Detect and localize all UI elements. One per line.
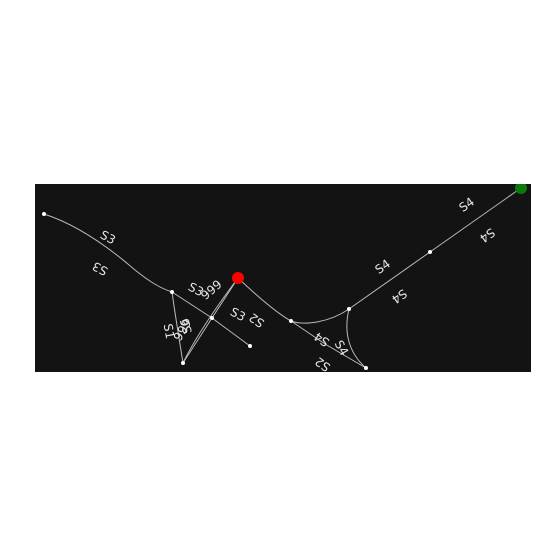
road-label: S4 — [372, 257, 393, 277]
road-label: S4 — [477, 225, 498, 245]
junction-node[interactable] — [210, 316, 214, 320]
map-panel[interactable]: S3 S3 S3 S3 S2 S1 S6 999 999 S4 S4 S4 S4… — [35, 184, 531, 372]
node-layer — [42, 212, 432, 370]
junction-node[interactable] — [248, 344, 252, 348]
junction-node[interactable] — [347, 307, 351, 311]
junction-node[interactable] — [42, 212, 46, 216]
road-label: S3 — [90, 259, 110, 279]
road-label: S3 — [98, 228, 118, 248]
road-label: S3 — [186, 280, 206, 300]
road-label: 999 — [198, 277, 225, 302]
road-s2 — [237, 277, 292, 322]
road-s4-south — [290, 320, 367, 369]
road-s4-link — [290, 308, 350, 324]
junction-node[interactable] — [428, 250, 432, 254]
road-label: S6 — [177, 317, 194, 335]
road-network-map[interactable]: S3 S3 S3 S3 S2 S1 S6 999 999 S4 S4 S4 S4… — [35, 184, 531, 372]
road-s2-south — [346, 308, 367, 369]
label-layer: S3 S3 S3 S3 S2 S1 S6 999 999 S4 S4 S4 S4… — [90, 195, 497, 372]
road-label: S1 — [161, 323, 177, 340]
road-label: S3 — [228, 305, 248, 325]
road-999-b — [182, 277, 239, 364]
road-s1 — [171, 291, 184, 364]
road-label: S2 — [246, 310, 267, 330]
junction-node[interactable] — [181, 361, 185, 365]
origin-marker[interactable] — [232, 272, 244, 284]
road-s3-west — [43, 213, 173, 293]
junction-node[interactable] — [170, 290, 174, 294]
junction-node[interactable] — [364, 366, 368, 370]
destination-marker[interactable] — [515, 184, 527, 194]
junction-node[interactable] — [289, 319, 293, 323]
road-label: S2 — [312, 354, 333, 372]
road-s4-main — [348, 187, 522, 310]
road-label: S4 — [456, 195, 477, 215]
road-layer — [43, 187, 522, 369]
road-label: S4 — [332, 338, 352, 358]
road-label: S4 — [389, 286, 410, 306]
